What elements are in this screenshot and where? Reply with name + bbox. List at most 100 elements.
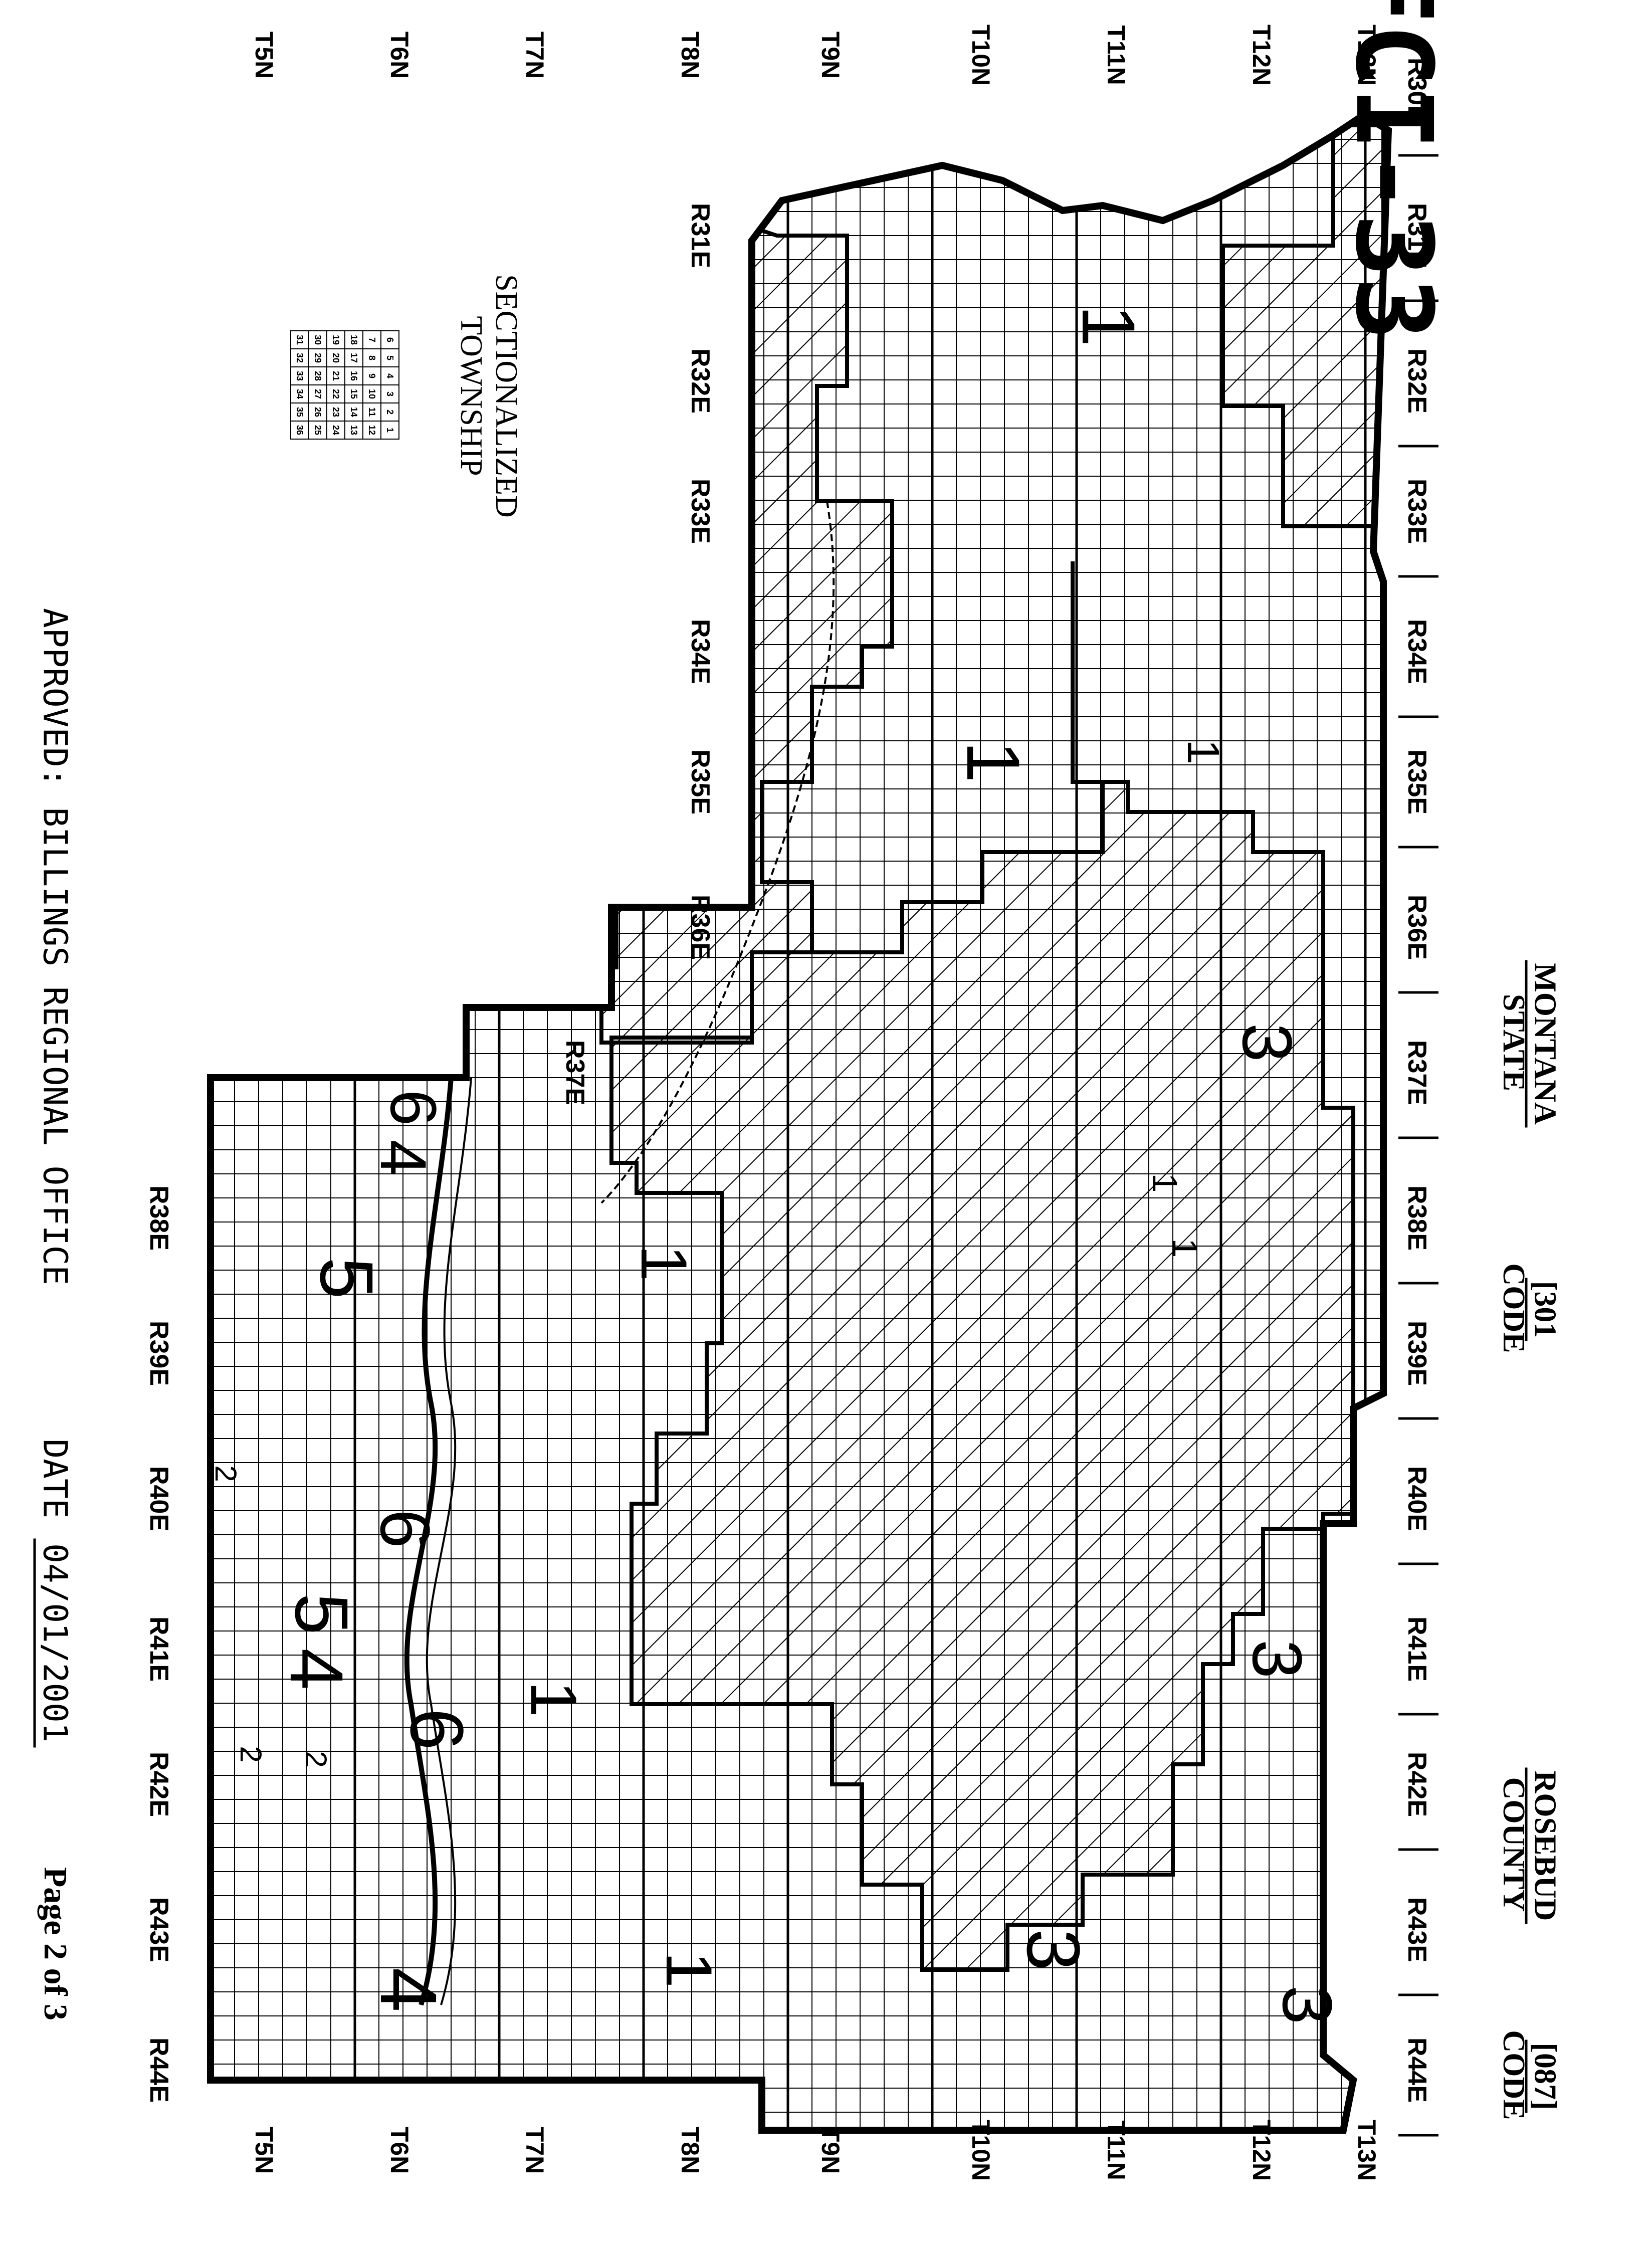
zone-label: 4 — [364, 1968, 454, 2012]
legend-number: 29 — [313, 353, 323, 363]
range-label-left: R40E — [144, 1466, 173, 1531]
legend-number: 13 — [349, 425, 359, 435]
hatched-zone-central — [609, 561, 1355, 1972]
legend-number: 8 — [367, 355, 377, 360]
township-legend-grid: 6543217891011121817161514131920212223243… — [290, 330, 399, 440]
legend-number: 24 — [331, 425, 341, 435]
river-yellowstone-bank — [426, 1077, 472, 2005]
legend-number: 22 — [331, 389, 341, 399]
township-label-bottom: T10N — [967, 2120, 995, 2181]
zone-label: 5 — [305, 1257, 389, 1299]
range-label-right: R35E — [1402, 749, 1431, 814]
creek-line-1 — [600, 501, 835, 1204]
township-label-bottom: T11N — [1102, 2120, 1130, 2180]
legend-number: 2 — [385, 410, 395, 415]
range-label-right: R41E — [1402, 1616, 1431, 1682]
township-label-top: T9N — [816, 32, 845, 79]
range-label-left: R33E — [686, 479, 715, 544]
zone-label: 3 — [1238, 1640, 1317, 1679]
range-label-right: R37E — [1402, 1040, 1431, 1105]
legend-number: 36 — [295, 425, 305, 435]
legend-number: 3 — [385, 391, 395, 396]
range-label-right: R39E — [1402, 1321, 1431, 1386]
township-label-bottom: T8N — [676, 2127, 704, 2174]
legend-number: 20 — [331, 353, 341, 363]
range-label-left: R41E — [144, 1616, 173, 1682]
legend-number: 27 — [313, 389, 323, 399]
county-boundary — [207, 111, 1392, 2134]
range-label-right: R38E — [1402, 1185, 1431, 1251]
zone-label: 6 — [395, 1708, 479, 1750]
range-label-right: R30E — [1402, 58, 1431, 123]
zone-label: 3 — [1228, 1023, 1307, 1062]
zone-label: 1 — [1067, 305, 1151, 346]
legend-number: 12 — [367, 425, 377, 435]
range-label-left: R31E — [686, 203, 715, 268]
range-label-right: R32E — [1402, 348, 1431, 414]
township-label-bottom: T5N — [250, 2127, 278, 2174]
legend-number: 1 — [385, 428, 395, 433]
range-label-left: R35E — [686, 749, 715, 814]
township-label-bottom: T12N — [1248, 2120, 1276, 2181]
legend-number: 30 — [313, 335, 323, 345]
township-label-bottom: T6N — [385, 2127, 414, 2174]
range-label-left: R43E — [144, 1897, 173, 1962]
township-label-top: T6N — [385, 32, 414, 79]
zone-label: 4 — [367, 1140, 440, 1176]
township-label-top: T12N — [1248, 25, 1276, 86]
range-label-right: R42E — [1402, 1752, 1431, 1817]
section-grid — [211, 115, 1388, 2130]
legend-number: 34 — [295, 389, 305, 399]
range-label-left: R42E — [144, 1752, 173, 1817]
zone-label: 2 — [299, 1751, 333, 1767]
township-label-top: T8N — [676, 32, 704, 79]
zone-label: 1 — [1178, 739, 1228, 764]
zone-label: 1 — [1145, 1173, 1184, 1193]
range-label-right: R36E — [1402, 895, 1431, 960]
zone-label: 1 — [628, 1245, 701, 1281]
hatched-zone-west — [599, 187, 894, 1045]
legend-number: 5 — [385, 355, 395, 360]
legend-number: 33 — [295, 371, 305, 381]
legend-number: 32 — [295, 353, 305, 363]
township-label-top: T5N — [250, 32, 278, 79]
township-label-bottom: T9N — [816, 2127, 845, 2174]
zone-label: 1 — [653, 1952, 726, 1988]
legend-number: 23 — [331, 407, 341, 417]
legend-number: 6 — [385, 337, 395, 342]
zone-label: 2 — [234, 1746, 268, 1762]
legend-number: 16 — [349, 371, 359, 381]
township-label-top: T7N — [521, 32, 549, 79]
legend-number: 10 — [367, 389, 377, 399]
zone-label: 4 — [275, 1648, 359, 1690]
legend-number: 31 — [295, 335, 305, 345]
range-label-left: R39E — [144, 1321, 173, 1386]
range-label-left: R34E — [686, 619, 715, 684]
township-label-bottom: T13N — [1353, 2120, 1381, 2181]
zone-label: 3 — [1268, 1985, 1347, 2024]
legend-number: 35 — [295, 407, 305, 417]
legend-number: 7 — [367, 337, 377, 342]
range-label-left: R36E — [686, 895, 715, 960]
legend-number: 4 — [385, 373, 395, 378]
zone-label: 6 — [377, 1090, 450, 1126]
range-label-left: R32E — [686, 348, 715, 414]
range-label-right: R43E — [1402, 1897, 1431, 1962]
township-label-bottom: T7N — [521, 2127, 549, 2174]
legend-number: 14 — [349, 407, 359, 417]
zone-label: 5 — [280, 1593, 364, 1635]
legend-number: 25 — [313, 425, 323, 435]
legend-number: 21 — [331, 371, 341, 381]
zone-label: 2 — [209, 1465, 243, 1482]
legend-number: 18 — [349, 335, 359, 345]
zone-label: 1 — [951, 741, 1036, 782]
range-label-right: R40E — [1402, 1466, 1431, 1531]
township-label-top: T11N — [1102, 25, 1130, 85]
range-label-left: R44E — [144, 2037, 173, 2103]
range-label-right: R31E — [1402, 203, 1431, 268]
legend-number: 28 — [313, 371, 323, 381]
legend-number: 17 — [349, 353, 359, 363]
zone-label: 1 — [1165, 1239, 1204, 1258]
township-label-top: T10N — [967, 25, 995, 86]
legend-number: 15 — [349, 389, 359, 399]
